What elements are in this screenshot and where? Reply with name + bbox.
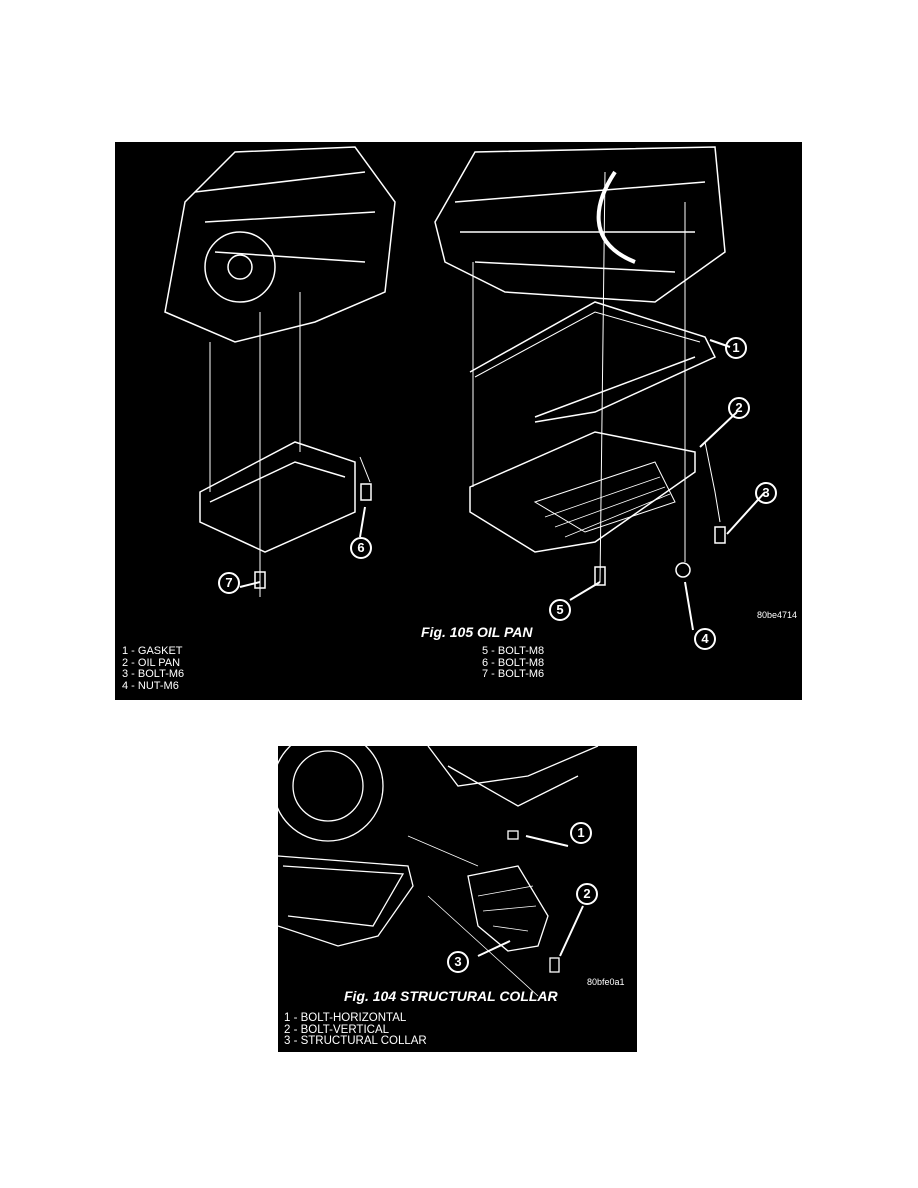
callout-3: 3 [447,951,469,973]
callout-1: 1 [725,337,747,359]
callout-6: 6 [350,537,372,559]
legend-item: 2 - OIL PAN [122,656,181,669]
legend-item: 3 - BOLT-M6 [122,668,185,680]
oil-pan-illustration [164,146,766,631]
legend-item: 6 - BOLT-M8 [482,656,545,669]
structural-collar-illustration [278,746,599,997]
legend-item: 1 - GASKET [122,645,183,657]
legend-item: 7 - BOLT-M6 [482,668,545,680]
figure-code: 80bfe0a1 [587,977,625,987]
legend-item: 2 - BOLT-VERTICAL [284,1023,390,1036]
callout-1: 1 [570,822,592,844]
figure-caption: Fig. 105 OIL PAN [421,624,533,640]
figure-code: 80be4714 [757,610,798,620]
callout-3: 3 [755,482,777,504]
callout-2: 2 [728,397,750,419]
legend-right: 5 - BOLT-M8 6 - BOLT-M8 7 - BOLT-M6 [482,645,545,681]
figure-105-oil-pan: 1 2 3 4 5 6 7 80be4714 Fig. 105 OIL PAN … [115,142,802,700]
callout-2: 2 [576,883,598,905]
legend-item: 4 - NUT-M6 [122,679,179,692]
callout-4: 4 [694,628,716,650]
legend: 1 - BOLT-HORIZONTAL 2 - BOLT-VERTICAL 3 … [284,1012,427,1048]
legend-item: 5 - BOLT-M8 [482,645,545,657]
callout-5: 5 [549,599,571,621]
figure-104-structural-collar: 1 2 3 80bfe0a1 Fig. 104 STRUCTURAL COLLA… [278,746,637,1052]
legend-left: 1 - GASKET 2 - OIL PAN 3 - BOLT-M6 4 - N… [122,645,185,692]
legend-item: 1 - BOLT-HORIZONTAL [284,1012,407,1024]
figure-caption: Fig. 104 STRUCTURAL COLLAR [344,988,558,1004]
legend-item: 3 - STRUCTURAL COLLAR [284,1035,427,1047]
callout-7: 7 [218,572,240,594]
